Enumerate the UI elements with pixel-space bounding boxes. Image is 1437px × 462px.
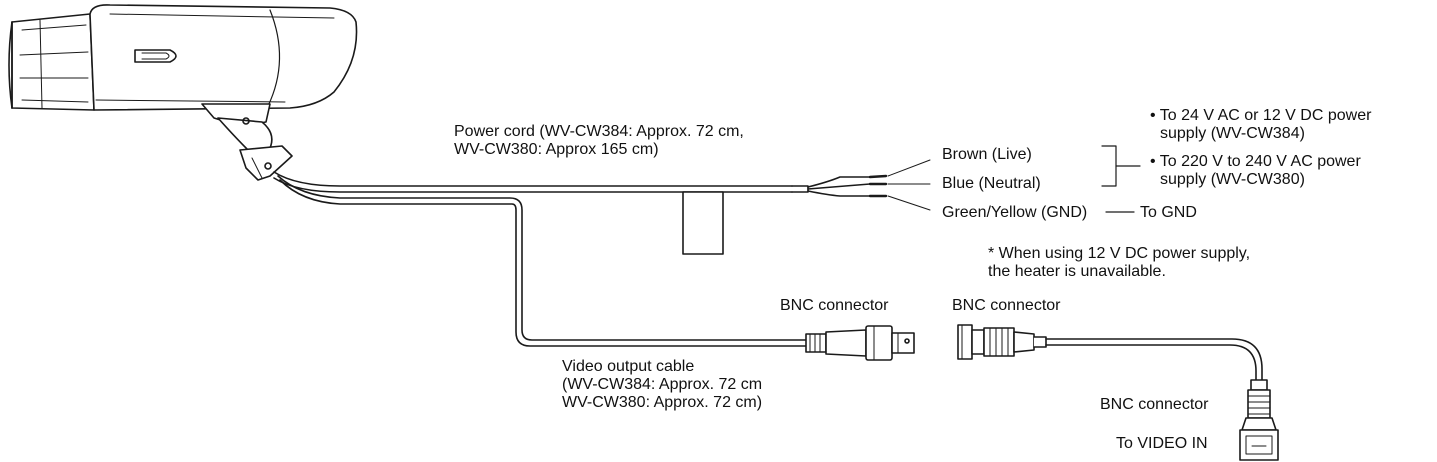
supply-b-line1: • To 220 V to 240 V AC power xyxy=(1150,153,1361,170)
bnc-camera-side-label: BNC connector xyxy=(780,297,889,314)
supply-a-line1: • To 24 V AC or 12 V DC power xyxy=(1150,107,1372,124)
bnc-connector-monitor-side xyxy=(1239,379,1279,461)
wire-green xyxy=(807,190,871,197)
video-output-cable xyxy=(277,175,807,347)
supply-a-line2: supply (WV-CW384) xyxy=(1160,125,1305,142)
power-cord-tag xyxy=(682,191,724,255)
video-cable-label-line1: Video output cable xyxy=(562,358,695,375)
camera-lens-hood xyxy=(11,13,95,111)
wire-green-label: Green/Yellow (GND) xyxy=(942,204,1088,221)
to-gnd-label: To GND xyxy=(1140,204,1197,221)
power-cord xyxy=(273,145,1141,255)
bnc-monitor-side-label: BNC connector xyxy=(1100,396,1209,413)
note-line1: * When using 12 V DC power supply, xyxy=(988,245,1251,262)
note-line2: the heater is unavailable. xyxy=(988,263,1166,280)
wire-blue xyxy=(807,183,871,190)
camera-icon xyxy=(8,4,358,181)
bnc-connector-cable-side xyxy=(957,324,1047,360)
wire-brown-label: Brown (Live) xyxy=(942,146,1032,163)
bnc-connector-camera-side xyxy=(805,325,915,361)
camera-housing xyxy=(89,4,358,111)
to-video-in-label: To VIDEO IN xyxy=(1116,435,1208,452)
wire-brown xyxy=(807,176,871,188)
bnc-cable-side-label: BNC connector xyxy=(952,297,1061,314)
power-cord-label-line2: WV-CW380: Approx 165 cm) xyxy=(454,141,659,158)
camera-badge xyxy=(134,49,177,63)
power-cord-label-line1: Power cord (WV-CW384: Approx. 72 cm, xyxy=(454,123,744,140)
video-cable-label-line2: (WV-CW384: Approx. 72 cm xyxy=(562,376,763,393)
wire-blue-label: Blue (Neutral) xyxy=(942,175,1041,192)
supply-b-line2: supply (WV-CW380) xyxy=(1160,171,1305,188)
monitor-video-cable xyxy=(1045,338,1263,381)
video-cable-label-line3: WV-CW380: Approx. 72 cm) xyxy=(562,394,763,411)
